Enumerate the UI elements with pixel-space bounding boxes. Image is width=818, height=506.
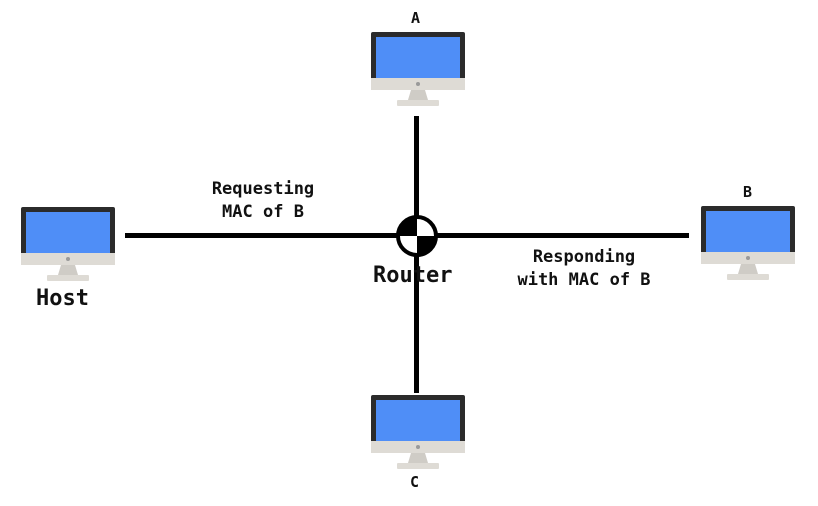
request-line-1: Requesting: [211, 179, 315, 199]
response-message: Responding with MAC of B: [496, 246, 672, 292]
request-line-2: MAC of B: [222, 202, 304, 222]
response-line-1: Responding: [532, 247, 636, 267]
request-message: Requesting MAC of B: [195, 178, 331, 224]
computer-host-icon: [21, 207, 115, 281]
link-router-b: [417, 233, 689, 238]
node-a-label: A: [411, 9, 421, 27]
node-c-label: C: [410, 473, 420, 491]
computer-a-icon: [371, 32, 465, 106]
computer-c-icon: [371, 395, 465, 469]
response-line-2: with MAC of B: [517, 270, 651, 290]
link-host-router: [125, 233, 417, 238]
link-a-router: [414, 116, 419, 236]
computer-b-icon: [701, 206, 795, 280]
node-b-label: B: [743, 183, 753, 201]
router-icon: [396, 215, 438, 257]
host-label: Host: [36, 286, 89, 311]
router-label: Router: [373, 263, 453, 288]
link-router-c: [414, 236, 419, 393]
